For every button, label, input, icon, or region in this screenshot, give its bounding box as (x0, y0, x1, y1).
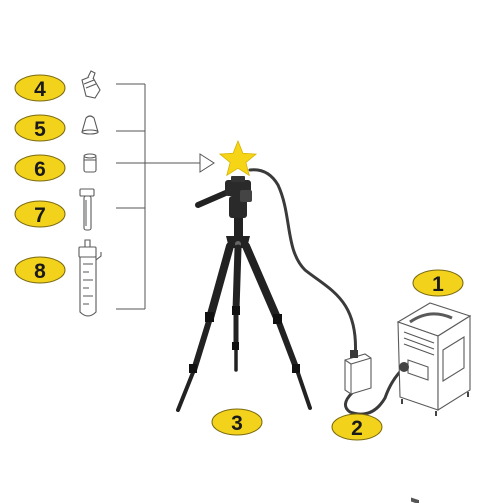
badge-2-label: 2 (351, 417, 363, 440)
badge-8: 8 (14, 256, 66, 284)
tapered-adapter-icon (81, 70, 101, 99)
badge-3: 3 (211, 408, 263, 436)
badge-4-label: 4 (34, 78, 46, 101)
badge-4: 4 (14, 74, 66, 102)
badge-3-label: 3 (231, 412, 243, 435)
badge-5: 5 (14, 114, 66, 142)
badge-1-label: 1 (432, 273, 444, 296)
pump-unit-icon (396, 302, 472, 503)
badge-2: 2 (331, 413, 383, 441)
arrow-head-icon (199, 153, 215, 173)
tube-holder-icon (79, 188, 95, 231)
accessory-bracket (116, 83, 215, 310)
tripod-icon (176, 176, 312, 412)
tubing (248, 168, 358, 362)
badge-6-label: 6 (34, 158, 46, 181)
power-adapter-icon (344, 350, 372, 395)
cone-cap-icon (81, 115, 99, 135)
badge-7-label: 7 (34, 204, 46, 227)
badge-6: 6 (14, 154, 66, 182)
sample-tube-icon (78, 239, 102, 317)
star-icon (218, 139, 258, 177)
cylinder-cap-icon (83, 153, 97, 173)
power-cable (344, 365, 407, 416)
badge-8-label: 8 (34, 260, 46, 283)
badge-1: 1 (412, 269, 464, 297)
badge-7: 7 (14, 200, 66, 228)
badge-5-label: 5 (34, 118, 46, 141)
